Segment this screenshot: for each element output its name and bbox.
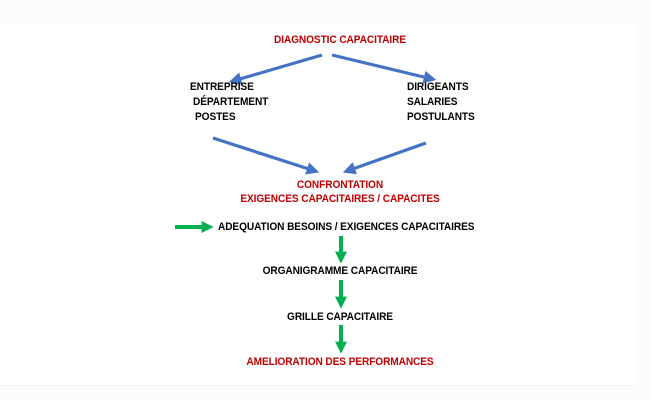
right-branch-item-dirigeants: DIRIGEANTS [407, 81, 469, 93]
left-branch-item-entreprise: ENTREPRISE [190, 81, 254, 93]
step-organigramme: ORGANIGRAMME CAPACITAIRE [262, 265, 418, 277]
left-branch-item-postes: POSTES [195, 111, 236, 123]
arrow-right-to-confrontation [342, 141, 427, 175]
confrontation-label: CONFRONTATION [296, 179, 384, 191]
bottom-background-strip [0, 387, 650, 400]
bottom-divider [0, 385, 636, 386]
diagram-title: DIAGNOSTIC CAPACITAIRE [274, 34, 406, 46]
arrow-title-to-right [331, 53, 437, 84]
right-background-strip [636, 0, 650, 400]
right-branch-item-postulants: POSTULANTS [407, 111, 475, 123]
arrow-title-to-left [228, 53, 323, 85]
left-branch-item-departement: DÉPARTEMENT [193, 96, 269, 108]
confrontation-sublabel: EXIGENCES CAPACITAIRES / CAPACITES [240, 193, 440, 205]
right-branch-item-salaries: SALARIES [407, 96, 458, 108]
arrow-left-to-confrontation [212, 136, 320, 175]
step-grille: GRILLE CAPACITAIRE [287, 311, 393, 323]
top-background-strip [0, 0, 650, 24]
step-adequation: ADEQUATION BESOINS / EXIGENCES CAPACITAI… [218, 221, 475, 233]
step-amelioration: AMELIORATION DES PERFORMANCES [246, 356, 434, 368]
